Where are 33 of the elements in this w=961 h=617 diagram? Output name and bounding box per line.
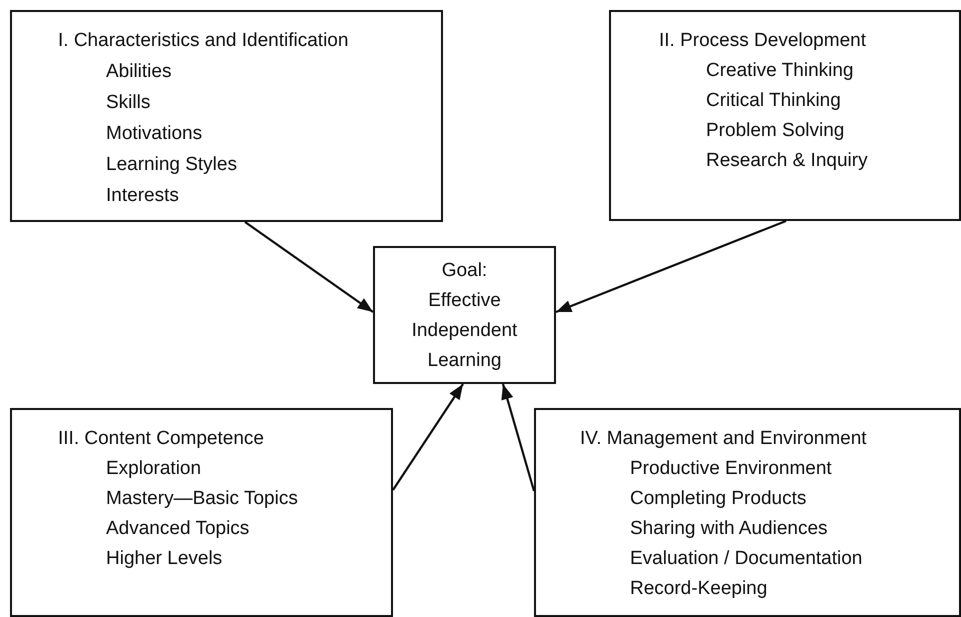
list-item: Abilities	[106, 60, 172, 84]
arrow	[501, 384, 536, 492]
list-item: Exploration	[106, 457, 202, 481]
list-item: Productive Environment	[630, 457, 832, 481]
list-item: Sharing with Audiences	[630, 517, 828, 541]
goal-box	[373, 246, 556, 384]
category-heading: III. Content Competence	[58, 427, 264, 451]
goal-text: Effective Independent Learning	[410, 289, 518, 373]
category-heading: II. Process Development	[659, 29, 866, 53]
list-item: Higher Levels	[106, 547, 222, 571]
list-item: Skills	[106, 91, 150, 115]
list-item: Learning Styles	[106, 153, 237, 177]
list-item: Record-Keeping	[630, 577, 768, 601]
list-item: Critical Thinking	[706, 89, 841, 113]
list-item: Advanced Topics	[106, 517, 250, 541]
arrow	[556, 220, 786, 314]
category-box	[10, 408, 393, 617]
category-heading: IV. Management and Environment	[580, 427, 867, 451]
arrow	[392, 383, 464, 491]
list-item: Completing Products	[630, 487, 806, 511]
category-box	[10, 10, 443, 222]
arrow	[244, 221, 374, 313]
list-item: Research & Inquiry	[706, 149, 868, 173]
list-item: Interests	[106, 184, 179, 208]
list-item: Evaluation / Documentation	[630, 547, 862, 571]
category-box	[534, 408, 961, 617]
list-item: Mastery—Basic Topics	[106, 487, 298, 511]
list-item: Motivations	[106, 122, 202, 146]
category-heading: I. Characteristics and Identification	[58, 29, 348, 53]
goal-label: Goal:	[440, 259, 488, 283]
category-box	[609, 10, 961, 221]
list-item: Creative Thinking	[706, 59, 854, 83]
list-item: Problem Solving	[706, 119, 844, 143]
